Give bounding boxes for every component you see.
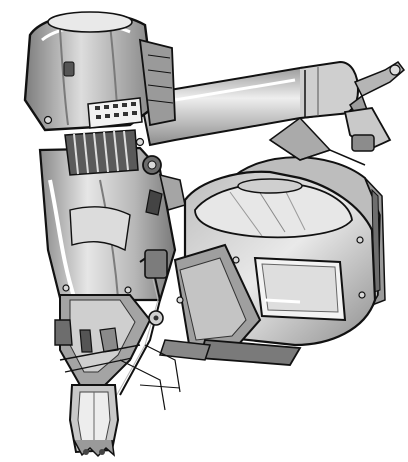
label-panel (87, 97, 143, 129)
magazine-strut (268, 107, 392, 166)
feed-guide-lines (119, 344, 181, 411)
vent-grille (64, 129, 139, 176)
nose-assembly (54, 249, 168, 399)
handle (138, 60, 360, 147)
magazine-bracket (158, 243, 302, 366)
screws (43, 115, 366, 304)
contact-tip (68, 384, 120, 458)
depth-adjust-knob (142, 155, 186, 216)
